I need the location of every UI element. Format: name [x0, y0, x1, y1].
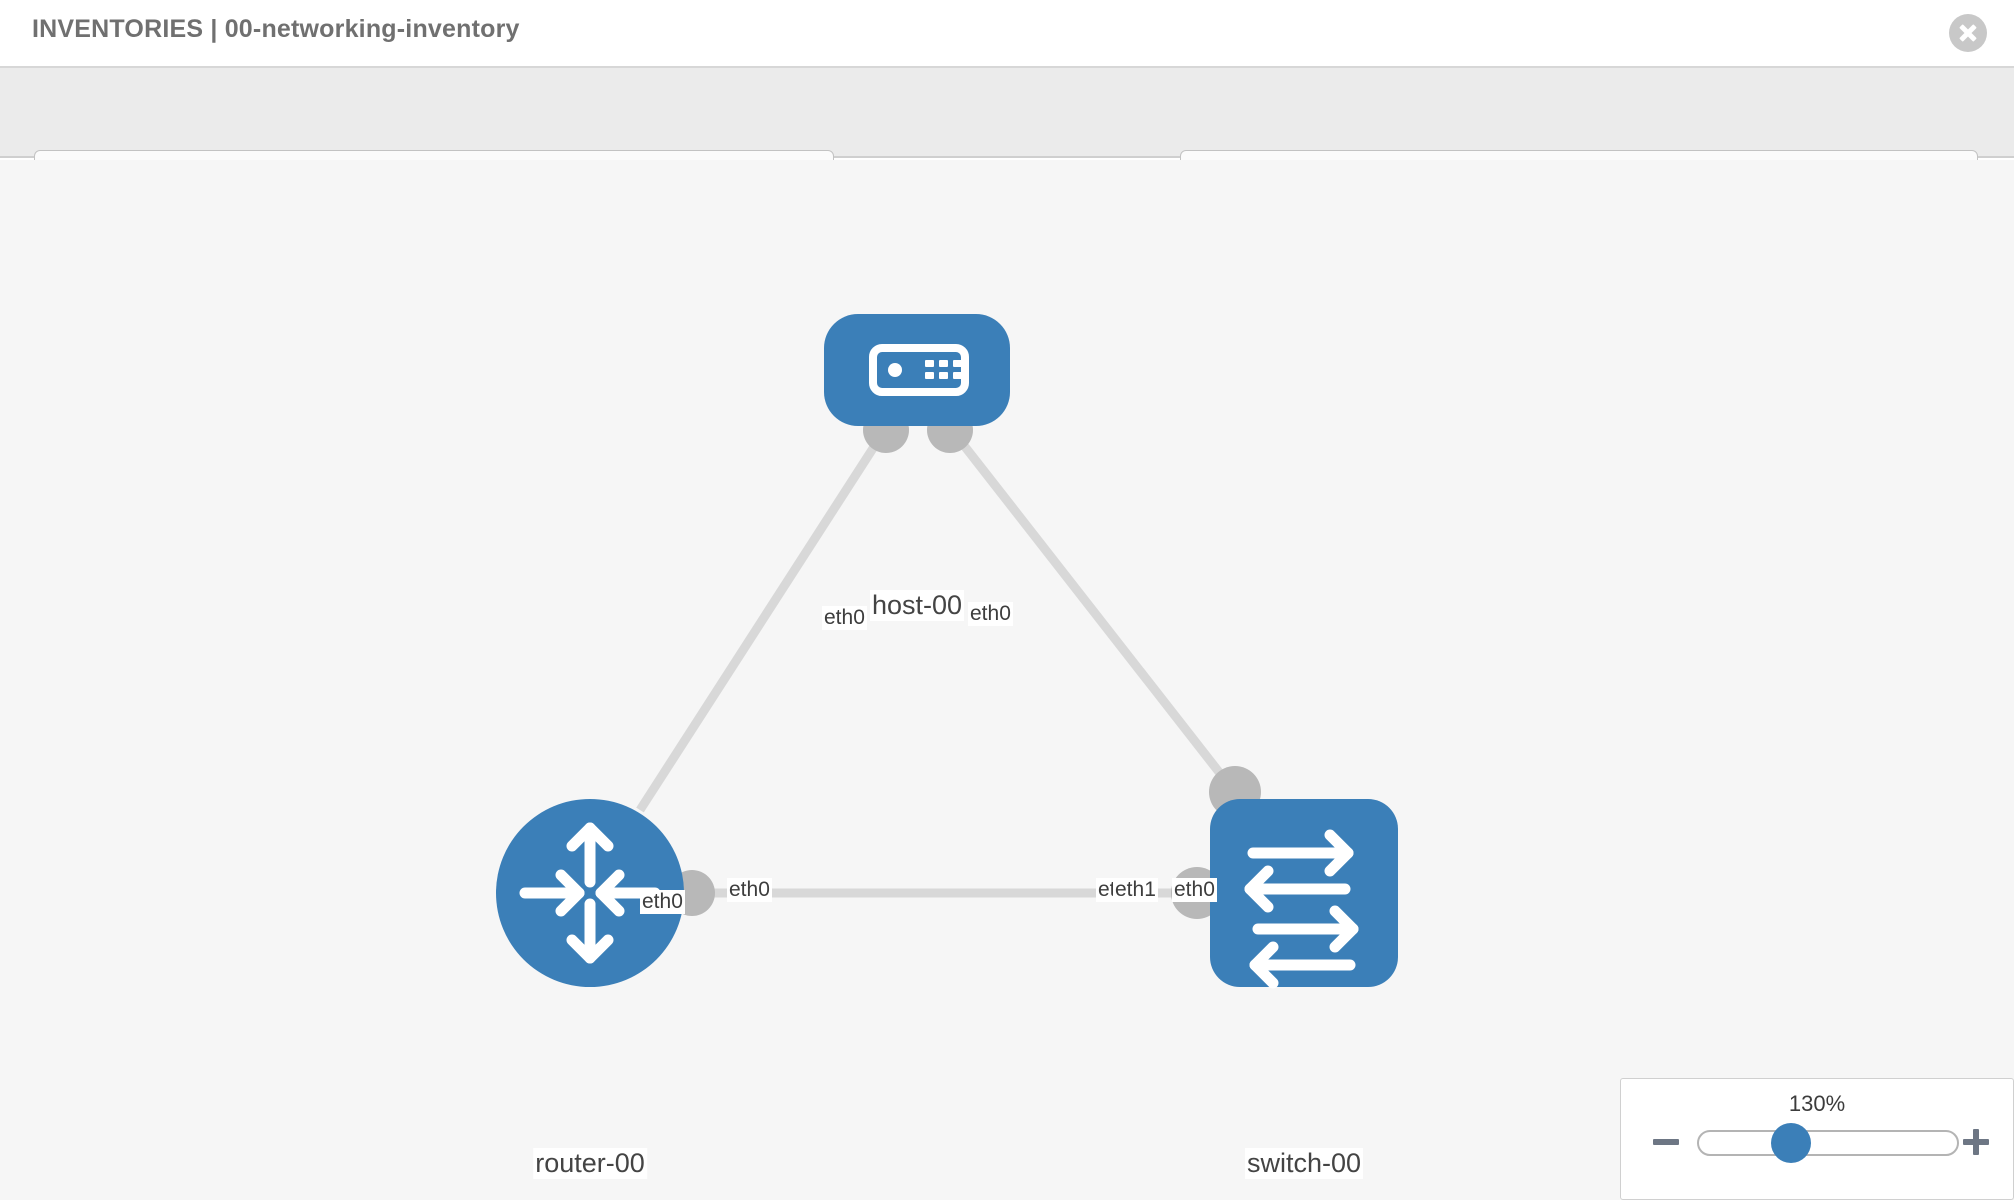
- node-label-router-00: router-00: [533, 1148, 647, 1179]
- plus-icon-vertical: [1973, 1129, 1979, 1155]
- edges: [636, 422, 1237, 898]
- zoom-slider[interactable]: [1697, 1130, 1959, 1156]
- zoom-level-value: 130%: [1788, 1091, 1846, 1116]
- edge-label-host-switch-to: eth0: [1172, 878, 1217, 902]
- zoom-slider-thumb[interactable]: [1771, 1123, 1811, 1163]
- switch-arrows-icon: [1244, 829, 1359, 989]
- node-label-switch-00: switch-00: [1244, 1148, 1364, 1179]
- zoom-out-button[interactable]: [1649, 1125, 1683, 1159]
- node-host-00[interactable]: [824, 314, 1010, 426]
- edge-label-router-switch-from: eth0: [727, 878, 772, 902]
- app-header: INVENTORIES | 00-networking-inventory: [0, 0, 2014, 68]
- connectors: [669, 407, 1261, 919]
- edge-label-host-switch-from: eth0: [968, 602, 1013, 626]
- edge-label-host-router-from: eth0: [822, 606, 867, 630]
- toolbar: ACTIONS SEARCH: [0, 68, 2014, 204]
- server-icon: [869, 344, 969, 396]
- topology-canvas[interactable]: host-00 router-00 switch-00 eth0 eth0 et…: [0, 160, 2014, 1200]
- edge-label-router-switch-to: eth1: [1113, 878, 1158, 902]
- node-label-host-00: host-00: [869, 590, 965, 621]
- edge-label-host-router-to: eth0: [640, 890, 685, 914]
- close-icon[interactable]: [1949, 14, 1987, 52]
- topology-graph: [496, 314, 1398, 989]
- edge-host-switch[interactable]: [944, 422, 1237, 793]
- zoom-in-button[interactable]: [1959, 1125, 1993, 1159]
- minus-icon: [1653, 1139, 1679, 1145]
- zoom-control-panel: 130%: [1620, 1078, 2014, 1200]
- page-title: INVENTORIES | 00-networking-inventory: [32, 15, 520, 43]
- node-switch-00[interactable]: [1210, 799, 1398, 989]
- edge-host-router[interactable]: [636, 422, 892, 813]
- node-router-00[interactable]: [496, 799, 684, 987]
